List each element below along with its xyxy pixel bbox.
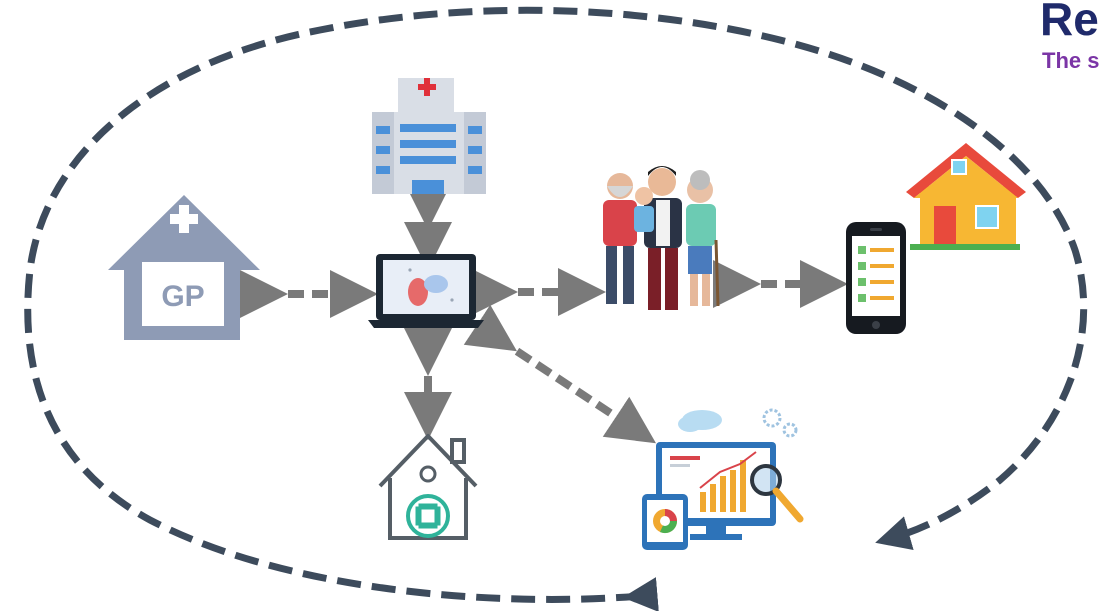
care-home-icon [378, 434, 478, 540]
connector-arrows [240, 182, 848, 444]
gp-practice-icon: GP [108, 195, 260, 340]
family-icon [603, 166, 720, 310]
page-title: Re [1040, 0, 1099, 45]
laptop-medication-icon [368, 254, 484, 328]
analytics-dashboard-icon [642, 408, 804, 550]
cycle-path [24, 6, 1088, 611]
arrow-laptop-analytics [463, 304, 657, 444]
page-subtitle: The s [1042, 48, 1100, 73]
dashed-cycle-loop [24, 6, 1088, 611]
gp-label: GP [161, 280, 204, 313]
house-icon [906, 143, 1026, 250]
smartphone-checklist-icon [846, 222, 906, 334]
hospital-icon [372, 78, 486, 194]
